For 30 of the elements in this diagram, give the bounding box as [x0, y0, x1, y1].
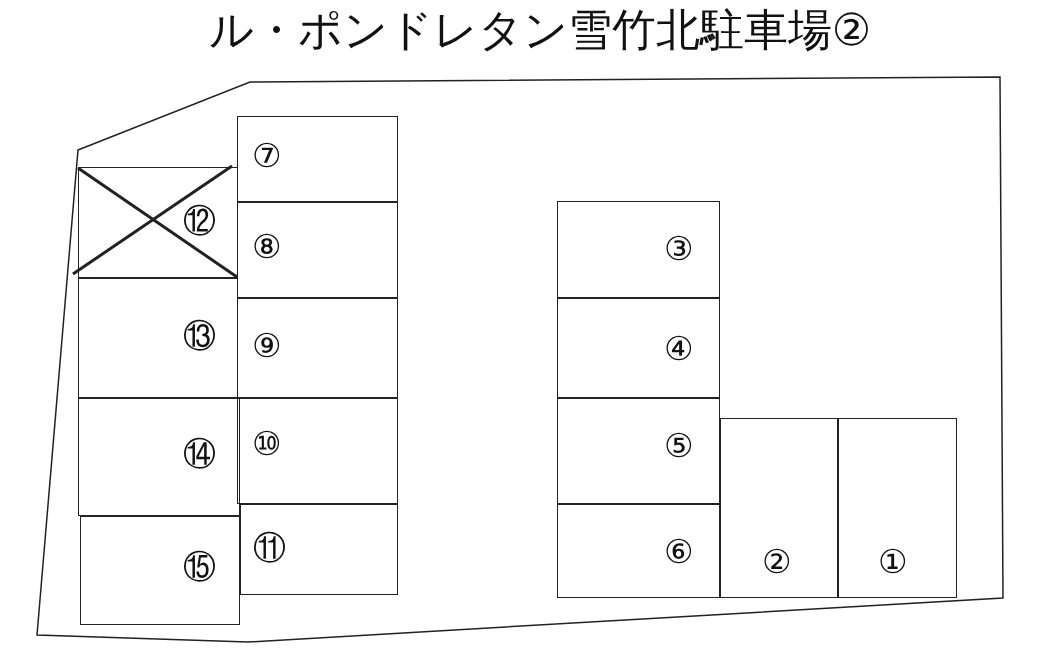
parking-space — [720, 418, 838, 598]
space-number: ⑤ — [664, 429, 694, 462]
space-number: ⑩ — [252, 427, 282, 460]
parking-space — [237, 398, 398, 504]
parking-space — [237, 202, 398, 298]
parking-space — [557, 398, 720, 504]
parking-space — [557, 504, 720, 598]
parking-space — [237, 116, 398, 202]
space-number: ④ — [664, 332, 694, 365]
parking-space — [237, 298, 398, 398]
space-number: ③ — [664, 232, 694, 265]
parking-space — [80, 516, 240, 625]
title: ル・ポンドレタン雪竹北駐車場② — [207, 6, 873, 55]
space-number: ⑧ — [252, 230, 282, 263]
parking-space — [78, 398, 240, 516]
space-number: ⑨ — [252, 329, 282, 362]
space-number: ⑬ — [183, 319, 216, 352]
space-number: ⑦ — [252, 139, 282, 172]
space-number: ⑭ — [183, 437, 216, 470]
parking-space — [838, 418, 957, 598]
space-number: ⑫ — [183, 204, 216, 237]
space-number: ⑮ — [183, 550, 216, 583]
space-number: ⑥ — [664, 535, 694, 568]
parking-space — [557, 298, 720, 398]
space-number: ② — [762, 545, 792, 578]
parking-space — [78, 278, 238, 398]
parking-space — [240, 504, 398, 595]
parking-space — [557, 201, 720, 298]
space-number: ① — [878, 545, 908, 578]
space-number: ⑪ — [253, 531, 286, 564]
